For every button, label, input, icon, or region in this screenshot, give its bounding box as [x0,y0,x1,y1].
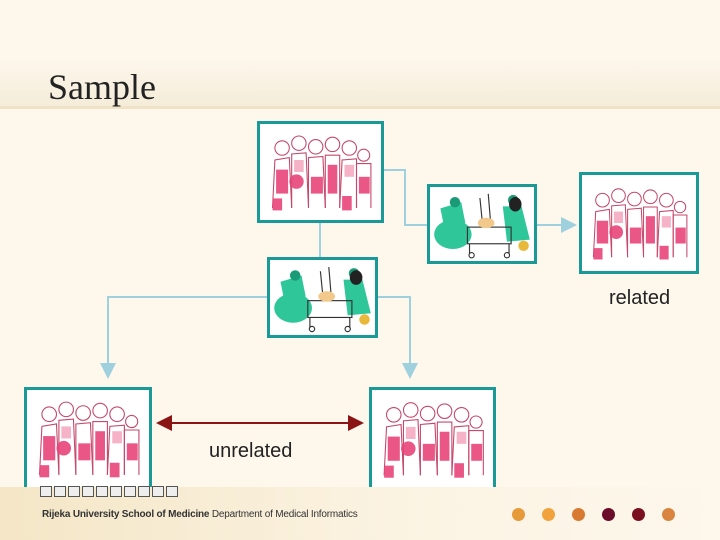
dot [662,508,675,521]
dot [512,508,525,521]
nav-icon[interactable] [110,486,122,497]
nav-icon[interactable] [54,486,66,497]
surgery-clipart [270,260,375,335]
picture-surgery-top-right [427,184,537,264]
people-clipart [582,175,696,271]
title-band [0,58,720,109]
surgery-clipart [430,187,534,261]
decorative-dots [512,508,675,521]
dot [572,508,585,521]
people-clipart [372,390,493,488]
nav-icon[interactable] [68,486,80,497]
dot [602,508,615,521]
nav-icon[interactable] [152,486,164,497]
picture-surgery-middle [267,257,378,338]
people-clipart [260,124,381,220]
nav-icons [40,486,178,498]
picture-people-top [257,121,384,223]
footer-text: Rijeka University School of Medicine Dep… [42,509,358,520]
nav-icon[interactable] [96,486,108,497]
label-related: related [609,287,671,309]
connector-top-right [383,169,428,226]
connector-mid-left [100,296,268,379]
footer-school: Rijeka University School of Medicine [42,509,210,520]
dot [632,508,645,521]
picture-people-bottom-left [24,387,152,490]
picture-people-bottom-right [369,387,496,491]
nav-icon[interactable] [82,486,94,497]
nav-icon[interactable] [40,486,52,497]
nav-icon[interactable] [166,486,178,497]
connector-mid-right [378,296,418,379]
dot [542,508,555,521]
nav-icon[interactable] [138,486,150,497]
footer-department: Department of Medical Informatics [211,509,358,520]
slide-title: Sample [48,67,156,107]
nav-icon[interactable] [124,486,136,497]
picture-people-right [579,172,699,274]
people-clipart [27,390,149,487]
label-unrelated: unrelated [209,440,293,462]
